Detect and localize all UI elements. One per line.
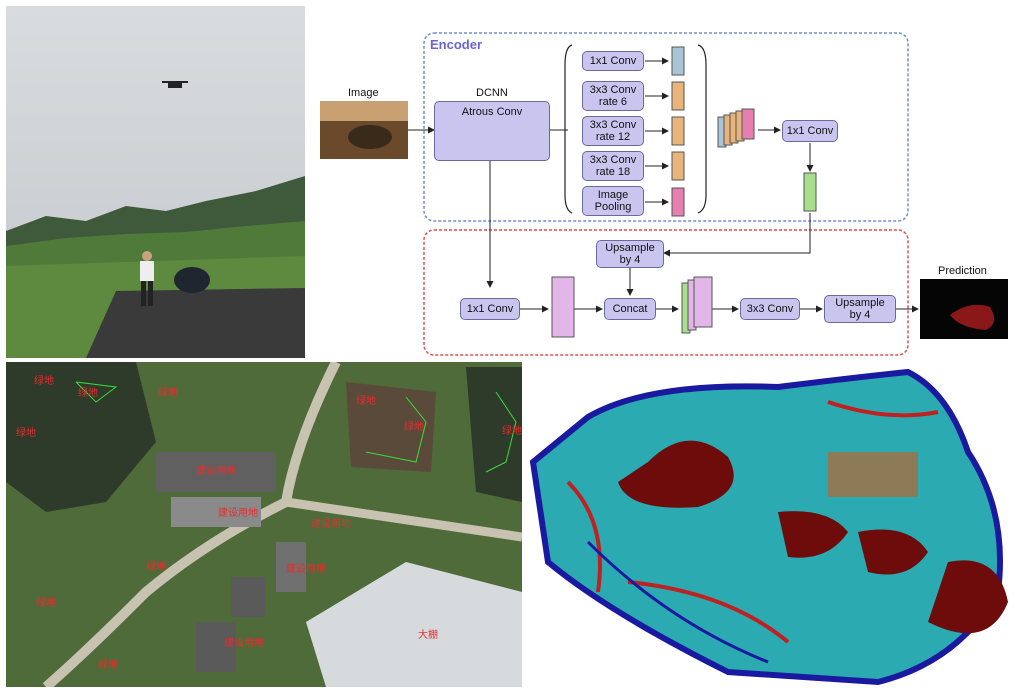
encoder-1x1-conv-box: 1x1 Conv	[782, 120, 838, 142]
low-level-block	[803, 172, 817, 212]
map-label-13: 大棚	[418, 630, 438, 641]
map-label-5: 绿地	[404, 422, 424, 433]
greenhouse-region	[828, 452, 918, 497]
umbrella	[174, 267, 210, 293]
map-label-14: 绿地	[146, 562, 166, 573]
decoder-1x1-conv-box: 1x1 Conv	[460, 298, 520, 320]
prediction-image	[920, 279, 1008, 339]
feature-block-4	[671, 151, 685, 181]
dcnn-label: DCNN	[476, 87, 508, 99]
encoder-label: Encoder	[430, 37, 483, 52]
map-label-7: 绿地	[502, 426, 522, 437]
person-figure	[140, 251, 154, 306]
atrous-conv-label: Atrous Conv	[461, 106, 523, 118]
decoder-block	[551, 276, 575, 338]
conv3x3-box: 3x3 Conv	[740, 298, 800, 320]
input-image	[320, 101, 408, 159]
feature-block-5	[671, 187, 685, 217]
aspp-rate6-box: 3x3 Conv rate 6	[582, 81, 644, 111]
feature-block-3	[671, 116, 685, 146]
water-region-4	[928, 560, 1008, 634]
segmentation-art	[528, 362, 1020, 687]
map-label-6: 绿地	[16, 428, 36, 439]
concat-box: Concat	[604, 298, 656, 320]
map-label-1: 绿地	[34, 376, 54, 387]
image-label: Image	[348, 87, 379, 99]
aspp-1x1-box: 1x1 Conv	[582, 51, 644, 71]
map-label-4: 绿地	[356, 396, 376, 407]
decoder-concat-stack	[681, 276, 713, 334]
prediction-label: Prediction	[938, 265, 987, 277]
upsample-box-2: Upsample by 4	[824, 295, 896, 323]
map-label-8: 建设用地	[196, 466, 236, 477]
aspp-rate12-box: 3x3 Conv rate 12	[582, 116, 644, 146]
map-label-16: 绿地	[98, 660, 118, 671]
map-label-10: 建设用地	[311, 519, 351, 530]
segmentation-map	[528, 362, 1020, 687]
map-label-15: 绿地	[36, 598, 56, 609]
aerial-annotated-map: 绿地 绿地 绿地 绿地 绿地 绿地 绿地 建设用地 建设用地 建设用地 建设用地…	[6, 362, 522, 687]
greenhouses	[306, 562, 522, 687]
decoder-border	[423, 229, 909, 356]
feature-block-2	[671, 81, 685, 111]
encoder-border	[423, 32, 909, 222]
aerial-map-art	[6, 362, 522, 687]
feature-block-1	[671, 46, 685, 76]
drone-icon	[162, 81, 188, 88]
water-region-1	[618, 440, 734, 508]
water-region-2	[778, 511, 848, 558]
aspp-rate18-box: 3x3 Conv rate 18	[582, 151, 644, 181]
map-label-3: 绿地	[158, 388, 178, 399]
map-label-9: 建设用地	[218, 508, 258, 519]
upsample-box-1: Upsample by 4	[596, 240, 664, 268]
image-pooling-box: Image Pooling	[582, 186, 644, 216]
diagram-lines	[320, 32, 1008, 356]
roof-buildings	[156, 452, 306, 672]
map-label-12: 建设用地	[224, 638, 264, 649]
drone-photo	[6, 6, 305, 358]
deeplab-diagram: Encoder Image DCNN Atrous Conv 1x1 Conv …	[310, 25, 1020, 360]
map-label-2: 绿地	[78, 388, 98, 399]
atrous-conv-box: Atrous Conv	[434, 101, 550, 161]
drone-photo-art	[6, 6, 305, 358]
map-label-11: 建设用地	[286, 564, 326, 575]
water-region-3	[858, 529, 928, 575]
concat-stack	[717, 108, 755, 148]
